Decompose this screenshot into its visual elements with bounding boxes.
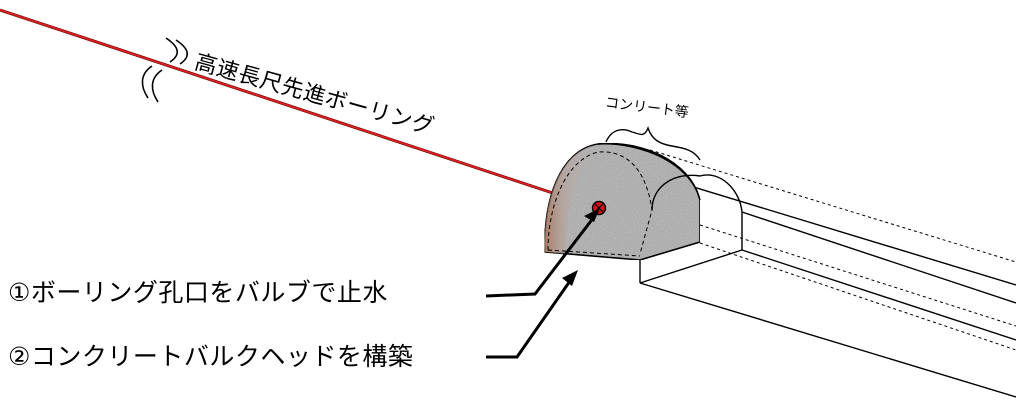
boring-line [0, 8, 599, 210]
concrete-bulkhead [544, 142, 701, 261]
break-mark [141, 37, 188, 103]
step2-label: ②コンクリートバルクヘッドを構築 [8, 342, 414, 371]
step1-label: ①ボーリング孔口をバルブで止水 [8, 278, 388, 307]
step1-leader [485, 208, 600, 298]
concrete-brace [605, 125, 701, 161]
step2-leader [486, 270, 578, 359]
